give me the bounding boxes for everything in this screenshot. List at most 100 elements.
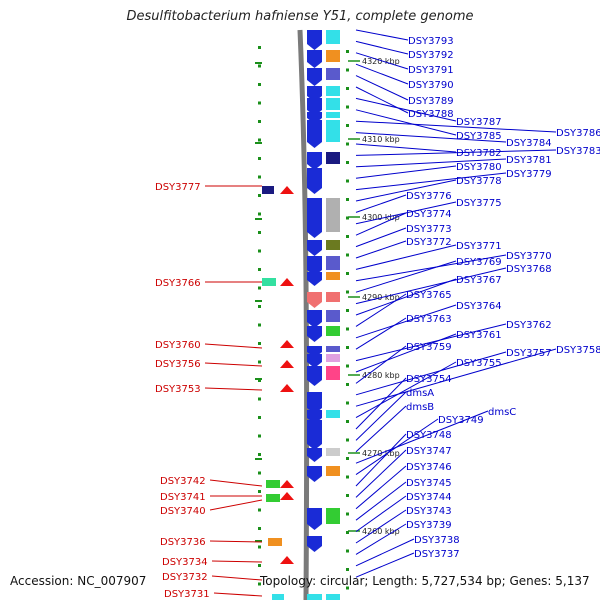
feature-arrow	[307, 302, 322, 308]
tick-mark	[346, 87, 349, 90]
tick-mark	[346, 475, 349, 479]
feature-arrow	[307, 444, 322, 450]
gene-leader-line	[355, 52, 409, 70]
gene-leader-line	[204, 387, 263, 391]
feature-block	[272, 594, 284, 600]
tick-mark	[346, 124, 349, 127]
feature-block	[307, 120, 322, 142]
feature-block	[307, 168, 322, 188]
gene-leader-line	[355, 149, 557, 156]
ruler-label: 4300 kbp	[362, 213, 400, 222]
tick-mark	[346, 568, 349, 571]
gene-label: DSY3777	[155, 182, 201, 193]
gene-label: DSY3789	[408, 96, 454, 107]
tick-mark	[346, 309, 349, 312]
gene-leader-line	[355, 260, 457, 293]
gene-leader-line	[355, 40, 409, 55]
feature-block	[266, 494, 280, 502]
tick-mark	[258, 508, 261, 512]
tick-mark	[346, 50, 349, 53]
gene-label: DSY3748	[406, 430, 452, 441]
gene-label: DSY3775	[456, 198, 502, 209]
tick-mark	[255, 142, 262, 144]
gene-label: DSY3761	[456, 330, 502, 341]
gene-leader-line	[355, 132, 507, 143]
tick-mark	[346, 420, 349, 423]
feature-arrow	[307, 280, 322, 286]
genome-title: Desulfitobacterium hafniense Y51, comple…	[126, 9, 474, 24]
feature-block	[326, 30, 340, 44]
feature-arrow	[307, 142, 322, 148]
gene-leader-line	[355, 201, 457, 225]
gene-label: DSY3778	[456, 176, 502, 187]
gene-label: DSY3784	[506, 138, 552, 149]
gene-label: DSY3785	[456, 131, 502, 142]
tick-mark	[255, 300, 262, 302]
gene-leader-line	[355, 495, 407, 533]
gene-leader-line	[355, 391, 407, 441]
gene-leader-line	[355, 267, 507, 305]
gene-label: DSY3776	[406, 191, 452, 202]
gene-label: DSY3757	[506, 348, 552, 359]
tick-mark	[258, 83, 261, 86]
feature-block	[307, 594, 322, 600]
tick-mark	[346, 105, 349, 109]
tick-track	[255, 46, 349, 590]
tick-mark	[258, 323, 261, 327]
feature-block	[307, 272, 322, 280]
gene-label: DSY3771	[456, 241, 502, 252]
tick-mark	[346, 586, 349, 590]
gene-leader-line	[355, 465, 407, 510]
feature-block	[307, 354, 322, 362]
accession-label: Accession: NC_007907	[10, 574, 147, 588]
left-gene-labels: DSY3777DSY3766DSY3760DSY3756DSY3753DSY37…	[155, 182, 263, 600]
feature-block	[307, 420, 322, 444]
gene-leader-line	[355, 172, 507, 191]
tick-mark	[258, 416, 261, 419]
gene-label: dmsA	[406, 388, 434, 399]
gene-leader-line	[355, 449, 407, 498]
gene-leader-line	[355, 97, 457, 122]
tick-mark	[258, 360, 261, 364]
gene-leader-line	[355, 75, 409, 101]
ruler-label: 4320 kbp	[362, 57, 400, 66]
ruler-label: 4310 kbp	[362, 135, 400, 144]
feature-arrow	[307, 322, 322, 328]
feature-arrow	[307, 232, 322, 238]
gene-label: DSY3768	[506, 264, 552, 275]
feature-block	[307, 240, 322, 250]
gene-label: DSY3741	[160, 492, 206, 503]
gene-leader-line	[355, 333, 457, 373]
right-gene-labels: DSY3793DSY3792DSY3791DSY3790DSY3789DSY37…	[355, 29, 600, 578]
tick-mark	[255, 62, 262, 64]
feature-block	[307, 112, 322, 118]
tick-mark	[258, 249, 261, 253]
feature-block	[307, 256, 322, 270]
gene-label: DSY3774	[406, 209, 452, 220]
gene-leader-line	[355, 433, 407, 487]
feature-arrow	[280, 556, 294, 564]
feature-block	[326, 98, 340, 110]
tick-mark	[258, 138, 261, 142]
feature-block	[266, 480, 280, 488]
feature-block	[307, 392, 322, 408]
feature-block	[326, 256, 340, 270]
gene-label: DSY3764	[456, 301, 502, 312]
gene-label: DSY3763	[406, 314, 452, 325]
feature-block	[307, 448, 322, 456]
tick-mark	[258, 305, 261, 308]
gene-label: DSY3788	[408, 109, 454, 120]
tick-mark	[346, 494, 349, 497]
genome-backbone	[297, 29, 310, 600]
feature-block	[268, 538, 282, 546]
feature-arrow	[307, 546, 322, 552]
gene-leader-line	[355, 351, 507, 396]
gene-label: DSY3738	[414, 535, 460, 546]
feature-block	[307, 410, 322, 418]
gene-label: DSY3769	[456, 257, 502, 268]
feature-block	[262, 278, 276, 286]
gene-leader-line	[355, 377, 407, 430]
gene-label: dmsB	[406, 402, 434, 413]
